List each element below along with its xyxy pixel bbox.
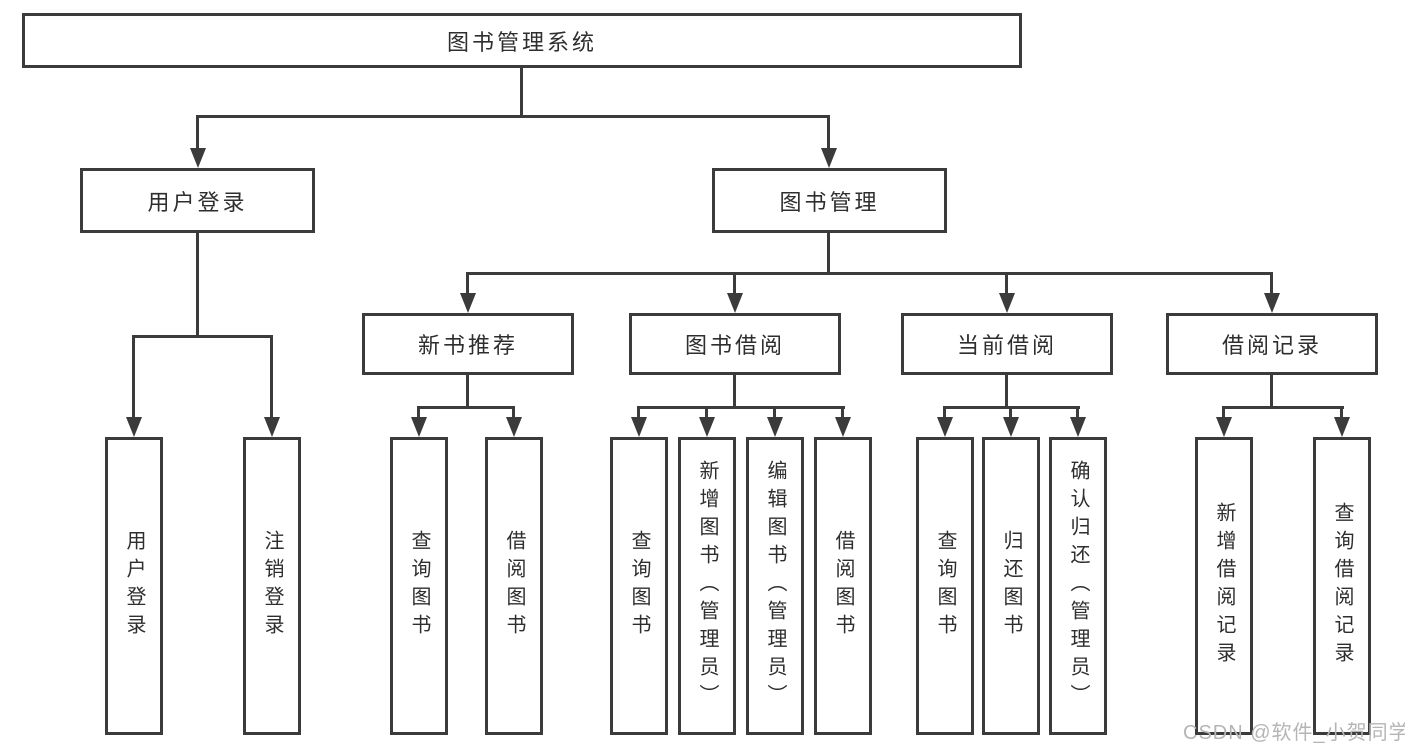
node-label: 当前借阅 — [956, 333, 1057, 358]
connector-line — [841, 406, 844, 420]
leaf-user-login: 用户登录 — [105, 437, 163, 735]
arrow-down-icon — [937, 417, 953, 437]
leaf-label: 查询图书 — [934, 530, 956, 642]
leaf-add-borrow-record: 新增借阅记录 — [1195, 437, 1253, 735]
connector-line — [270, 335, 273, 419]
arrow-down-icon — [1264, 293, 1280, 313]
connector-line — [1222, 406, 1344, 409]
arrow-down-icon — [1216, 417, 1232, 437]
arrow-down-icon — [411, 417, 427, 437]
leaf-borrow-books-recommend: 借阅图书 — [485, 437, 543, 735]
connector-line — [1270, 375, 1273, 409]
connector-line — [1009, 406, 1012, 420]
arrow-down-icon — [999, 293, 1015, 313]
connector-line — [466, 272, 1273, 275]
arrow-down-icon — [264, 417, 280, 437]
leaf-query-books-current: 查询图书 — [916, 437, 974, 735]
node-label: 图书管理 — [779, 189, 880, 215]
leaf-label: 查询图书 — [628, 530, 650, 642]
arrow-down-icon — [727, 293, 743, 313]
node-book-borrow: 图书借阅 — [629, 313, 841, 375]
node-label: 图书管理系统 — [446, 29, 597, 55]
node-label: 图书借阅 — [684, 333, 785, 358]
connector-line — [466, 375, 469, 409]
connector-line — [132, 335, 135, 419]
leaf-query-books-borrow: 查询图书 — [610, 437, 668, 735]
connector-line — [466, 272, 469, 295]
arrow-down-icon — [1334, 417, 1350, 437]
connector-line — [1005, 272, 1008, 295]
arrow-down-icon — [1070, 417, 1086, 437]
connector-line — [196, 115, 199, 150]
connector-line — [196, 233, 199, 337]
connector-line — [827, 115, 830, 150]
connector-line — [1076, 406, 1079, 420]
leaf-logout: 注销登录 — [243, 437, 301, 735]
connector-line — [733, 272, 736, 295]
connector-line — [1222, 406, 1225, 420]
connector-line — [520, 68, 523, 118]
connector-line — [1005, 375, 1008, 409]
leaf-label: 注销登录 — [261, 530, 283, 642]
leaf-label: 新增借阅记录 — [1213, 502, 1235, 670]
connector-line — [417, 406, 515, 409]
node-label: 新书推荐 — [417, 333, 518, 358]
leaf-label: 确认归还（管理员） — [1067, 460, 1089, 712]
node-user-login: 用户登录 — [80, 168, 315, 233]
connector-line — [943, 406, 946, 420]
leaf-label: 查询借阅记录 — [1331, 502, 1353, 670]
arrow-down-icon — [1003, 417, 1019, 437]
leaf-borrow-books: 借阅图书 — [814, 437, 872, 735]
leaf-label: 新增图书（管理员） — [696, 460, 718, 712]
node-new-book-recommend: 新书推荐 — [362, 313, 574, 375]
arrow-down-icon — [821, 148, 837, 168]
node-current-borrow: 当前借阅 — [901, 313, 1113, 375]
connector-line — [637, 406, 640, 420]
arrow-down-icon — [835, 417, 851, 437]
leaf-label: 用户登录 — [123, 530, 145, 642]
arrow-down-icon — [699, 417, 715, 437]
connector-line — [773, 406, 776, 420]
leaf-label: 借阅图书 — [832, 530, 854, 642]
arrow-down-icon — [767, 417, 783, 437]
arrow-down-icon — [631, 417, 647, 437]
leaf-label: 编辑图书（管理员） — [764, 460, 786, 712]
leaf-edit-books-admin: 编辑图书（管理员） — [746, 437, 804, 735]
leaf-label: 归还图书 — [1000, 530, 1022, 642]
connector-line — [827, 233, 830, 275]
leaf-add-books-admin: 新增图书（管理员） — [678, 437, 736, 735]
connector-line — [733, 375, 736, 409]
leaf-label: 查询图书 — [408, 530, 430, 642]
arrow-down-icon — [126, 417, 142, 437]
leaf-query-books-recommend: 查询图书 — [390, 437, 448, 735]
leaf-return-books: 归还图书 — [982, 437, 1040, 735]
leaf-label: 借阅图书 — [503, 530, 525, 642]
node-label: 用户登录 — [147, 189, 248, 215]
arrow-down-icon — [460, 293, 476, 313]
connector-line — [196, 115, 830, 118]
arrow-down-icon — [190, 148, 206, 168]
leaf-confirm-return-admin: 确认归还（管理员） — [1049, 437, 1107, 735]
leaf-query-borrow-record: 查询借阅记录 — [1313, 437, 1371, 735]
connector-line — [417, 406, 420, 420]
connector-line — [1340, 406, 1343, 420]
connector-line — [705, 406, 708, 420]
node-book-management: 图书管理 — [712, 168, 947, 233]
connector-line — [1270, 272, 1273, 295]
node-borrow-records: 借阅记录 — [1166, 313, 1378, 375]
connector-line — [637, 406, 845, 409]
connector-line — [132, 335, 273, 338]
node-label: 借阅记录 — [1221, 333, 1322, 358]
arrow-down-icon — [506, 417, 522, 437]
watermark: CSDN @软件_小贺同学 — [1183, 722, 1405, 744]
connector-line — [512, 406, 515, 420]
node-root-library-system: 图书管理系统 — [22, 13, 1022, 68]
